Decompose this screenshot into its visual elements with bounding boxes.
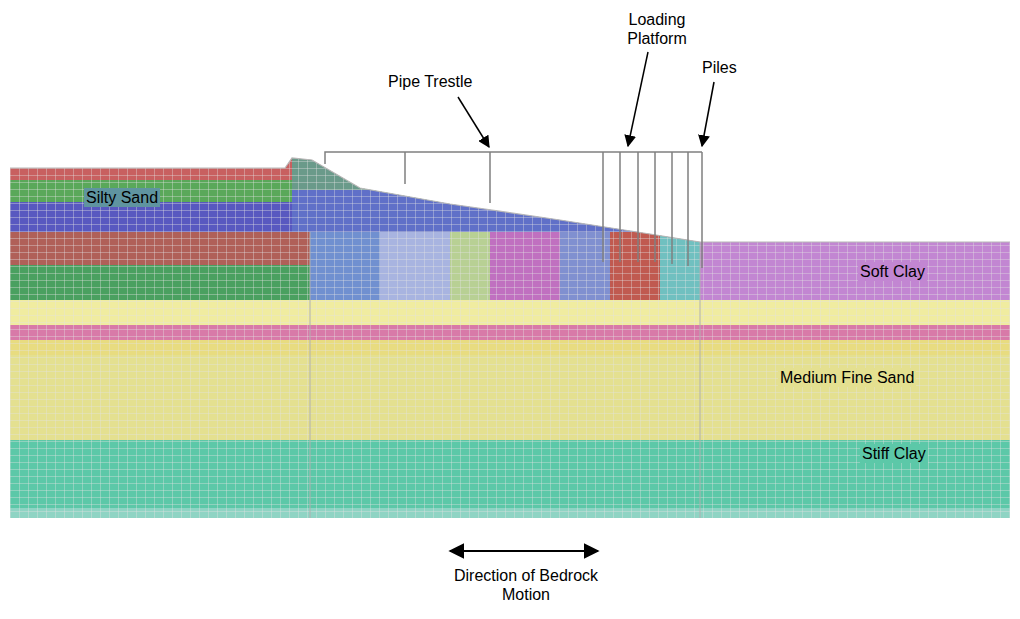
layer-label: Medium Fine Sand bbox=[778, 368, 916, 387]
callout-label: Loading Platform bbox=[614, 10, 700, 48]
leader-line bbox=[702, 82, 714, 146]
soil-layers bbox=[10, 150, 1010, 520]
leader-line bbox=[458, 97, 489, 147]
callout-label: Piles bbox=[700, 58, 739, 77]
leader-line bbox=[628, 52, 648, 146]
layer-label: Stiff Clay bbox=[860, 444, 928, 463]
axis-caption: Direction of Bedrock Motion bbox=[446, 566, 606, 604]
motion-arrow bbox=[450, 550, 598, 552]
callout-label: Pipe Trestle bbox=[386, 72, 474, 91]
piles bbox=[603, 152, 702, 268]
ground-surface bbox=[10, 158, 1010, 242]
layer-label: Soft Clay bbox=[858, 262, 927, 281]
trestle-deck bbox=[325, 152, 702, 164]
trestle-posts bbox=[405, 152, 490, 203]
structure bbox=[325, 152, 702, 268]
layer-label: Silty Sand bbox=[84, 188, 160, 207]
leader-arrows bbox=[450, 52, 714, 551]
